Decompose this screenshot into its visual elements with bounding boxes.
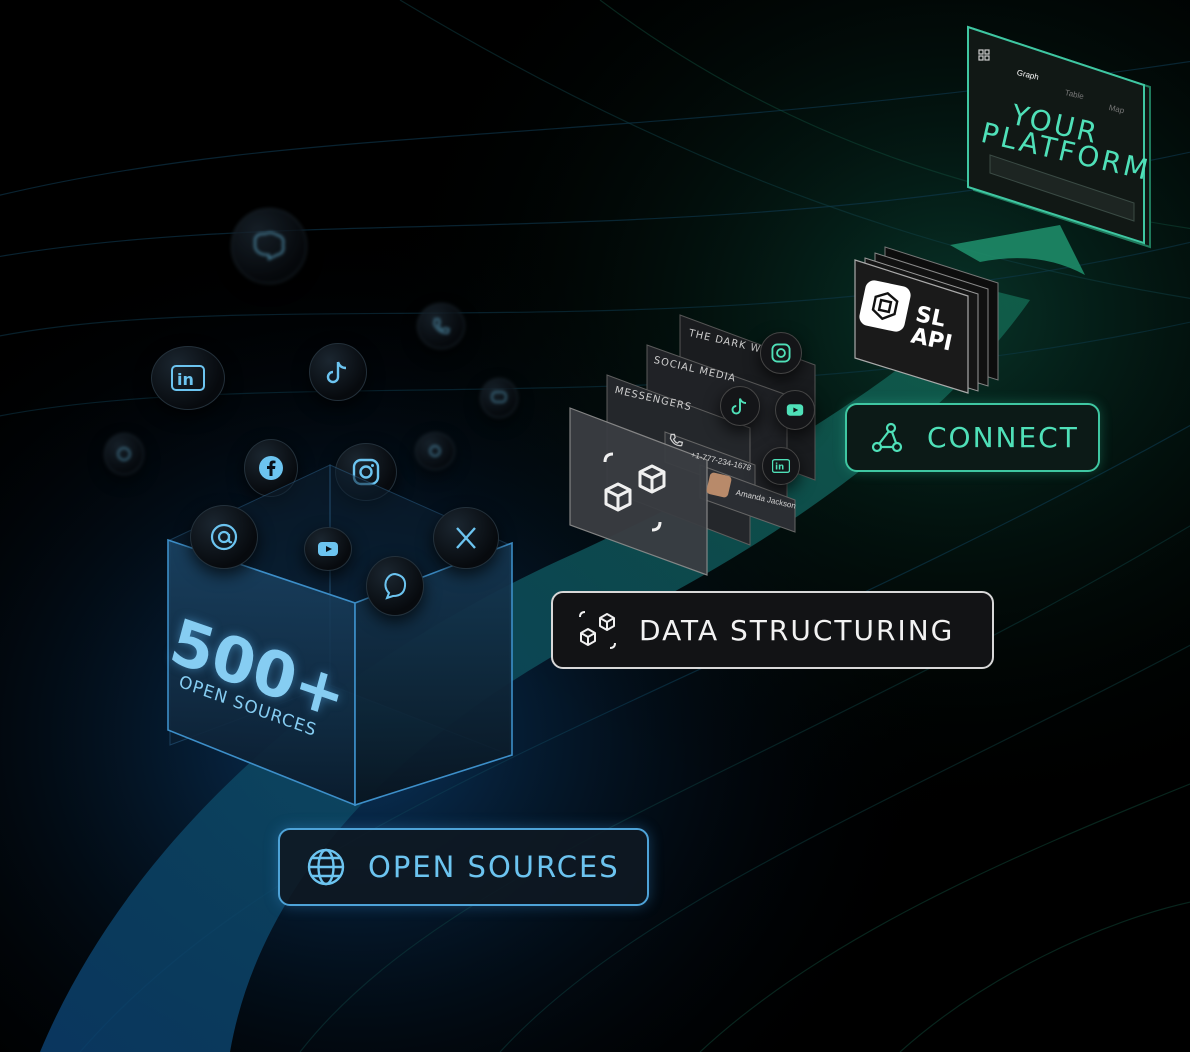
chat-icon	[231, 208, 307, 284]
globe-icon	[306, 847, 346, 887]
sl-logo-icon	[857, 278, 913, 334]
chat-icon	[415, 432, 455, 470]
data-structure-icon	[600, 452, 670, 537]
youtube-icon	[775, 390, 815, 430]
x-icon	[433, 507, 499, 569]
youtube-icon	[304, 527, 352, 571]
data-structuring-text: DATA STRUCTURING	[639, 613, 955, 647]
at-icon	[190, 505, 258, 569]
tiktok-icon	[309, 343, 367, 401]
linkedin-icon: in	[151, 346, 225, 410]
data-structure-icon	[577, 609, 619, 651]
chat-icon	[480, 378, 518, 418]
data-structuring-label: DATA STRUCTURING	[551, 591, 994, 669]
svg-text:in: in	[775, 462, 784, 472]
linkedin-icon: in	[762, 447, 800, 485]
at-icon	[104, 433, 144, 475]
chat-icon	[366, 556, 424, 616]
connect-icon	[869, 420, 905, 456]
open-sources-label: OPEN SOURCES	[278, 828, 649, 906]
svg-text:in: in	[177, 370, 194, 389]
phone-icon	[417, 303, 465, 349]
connect-text: CONNECT	[927, 421, 1079, 454]
phone-icon	[668, 432, 684, 453]
connect-label: CONNECT	[845, 403, 1100, 472]
menu-icon[interactable]	[978, 48, 990, 66]
tiktok-icon	[720, 386, 760, 426]
open-sources-text: OPEN SOURCES	[368, 850, 620, 884]
platform-card	[967, 25, 1151, 249]
instagram-icon	[760, 332, 802, 374]
